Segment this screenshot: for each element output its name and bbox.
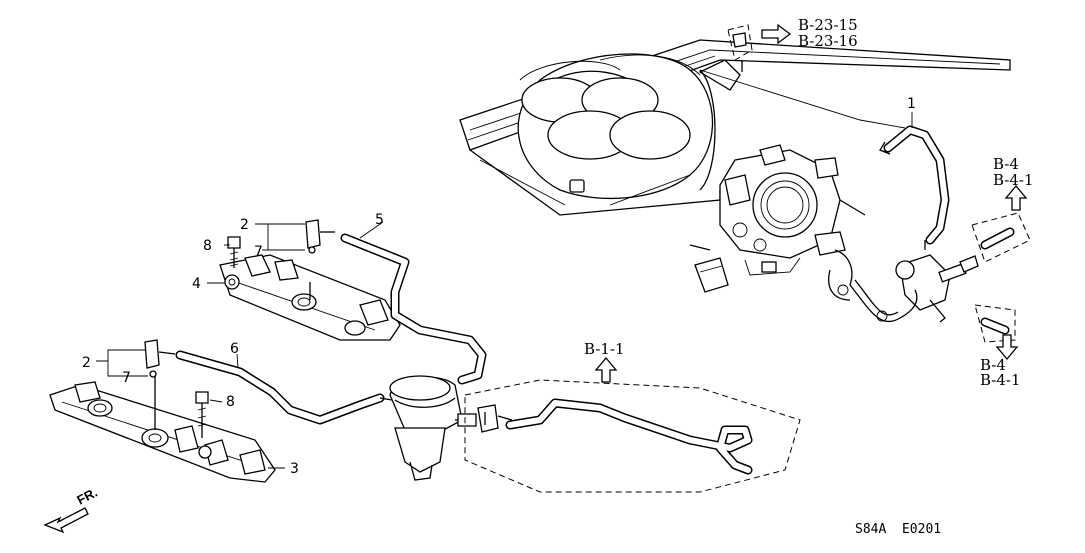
callout-3: 3 <box>290 461 299 477</box>
ref-b-23-15: B-23-15 <box>798 16 858 34</box>
purge-valve <box>895 240 979 323</box>
ref-b-23-16: B-23-16 <box>798 32 858 50</box>
callout-4: 4 <box>192 276 201 292</box>
intake-manifold <box>459 39 1011 216</box>
injector-base-upper <box>219 254 401 341</box>
tee-fitting-lower <box>144 339 176 378</box>
washer-7-upper <box>308 246 316 254</box>
callout-7-upper: 7 <box>254 244 263 260</box>
leader-throttle <box>699 69 906 129</box>
vacuum-chamber <box>379 375 477 481</box>
hose-piece-top <box>971 212 1031 263</box>
callout-5: 5 <box>375 212 384 228</box>
bolt-8-upper <box>227 236 241 268</box>
ref-b-4-bottom: B-4 <box>980 356 1006 374</box>
b-1-1-region <box>464 379 801 493</box>
callout-7-lower: 7 <box>122 370 131 386</box>
ref-b-4-1-bottom: B-4-1 <box>980 371 1021 389</box>
throttle-body <box>689 144 866 293</box>
front-label: FR. <box>74 485 100 508</box>
hose-1 <box>879 125 950 245</box>
washer-7-lower <box>149 370 157 378</box>
hose-piece-bottom <box>974 304 1016 343</box>
callout-8-upper: 8 <box>203 238 212 254</box>
callout-8-lower: 8 <box>226 394 235 410</box>
callout-2-lower: 2 <box>82 355 91 371</box>
bolt-8-lower <box>195 391 209 438</box>
hose-5 <box>340 233 487 385</box>
arrow-b23 <box>761 23 792 45</box>
callout-6: 6 <box>230 341 239 357</box>
leader-lines <box>96 221 384 469</box>
arrow-b11 <box>594 356 618 383</box>
tee-fitting-upper <box>305 219 335 254</box>
callout-2-upper: 2 <box>240 217 249 233</box>
ref-b-4-1-top: B-4-1 <box>993 171 1034 189</box>
injector-base-lower <box>49 372 276 483</box>
ref-b-4-top: B-4 <box>993 155 1019 173</box>
hose-6 <box>175 350 385 425</box>
callout-1: 1 <box>907 96 916 112</box>
front-arrow-icon <box>43 507 89 534</box>
connector-top <box>727 24 753 72</box>
ref-b-1-1: B-1-1 <box>584 340 625 358</box>
wire-harness <box>828 269 918 323</box>
arrow-b4-bottom <box>995 334 1019 361</box>
diagram-code: S84A E0201 <box>855 522 941 537</box>
grommet-4 <box>224 274 240 290</box>
arrow-b4-top <box>1004 184 1028 211</box>
front-direction-indicator: FR. <box>43 485 100 534</box>
